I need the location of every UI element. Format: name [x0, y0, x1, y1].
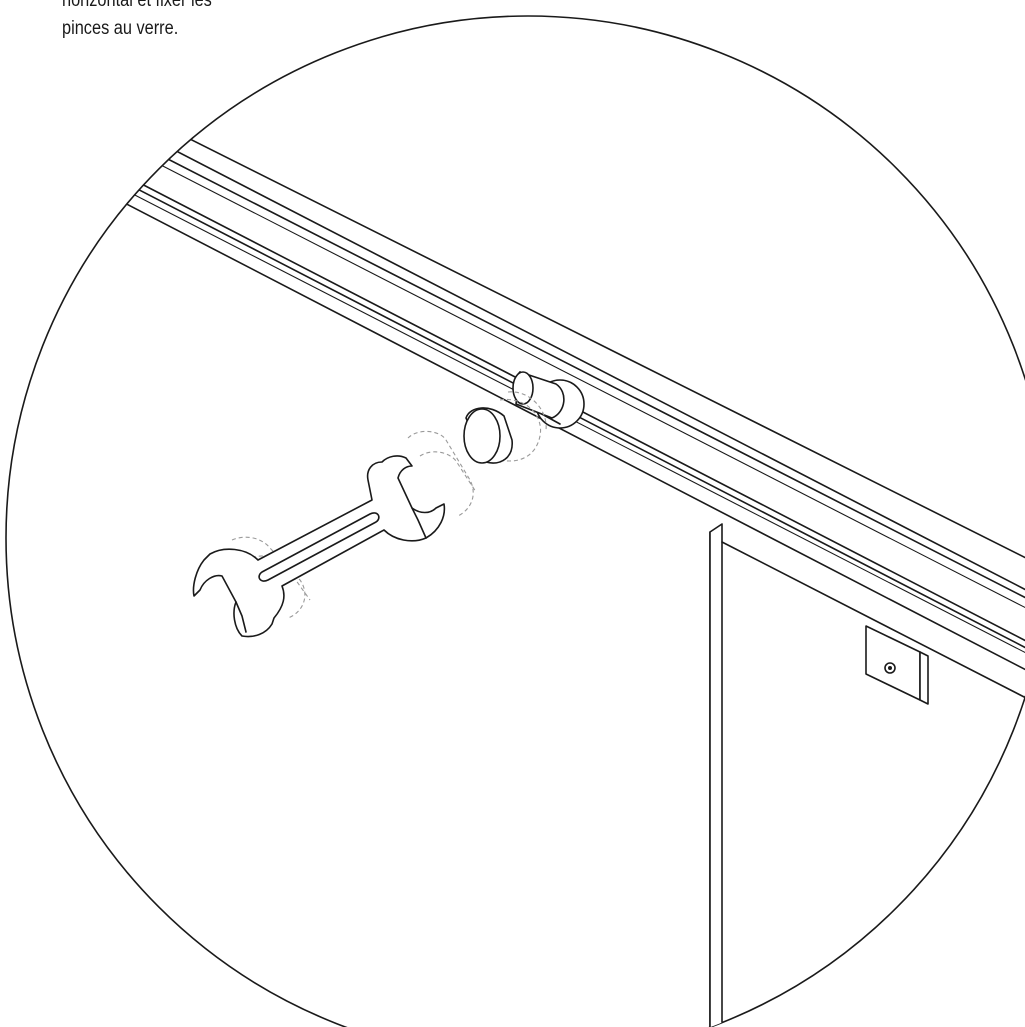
- detail-circle: [5, 15, 1025, 1027]
- instruction-caption: horizontal et fixer les pinces au verre.: [62, 0, 286, 43]
- glass-clamp-pin: [512, 371, 585, 429]
- glass-panel-right: [709, 523, 1025, 1027]
- open-end-wrench: [192, 430, 477, 638]
- wall-bracket: [865, 625, 929, 705]
- caption-line-1: horizontal et fixer les: [62, 0, 212, 11]
- handrail-profile: [6, 59, 1025, 673]
- caption-line-2: pinces au verre.: [62, 18, 179, 39]
- clamp-cap: [463, 391, 547, 464]
- screw-icon: [884, 662, 896, 674]
